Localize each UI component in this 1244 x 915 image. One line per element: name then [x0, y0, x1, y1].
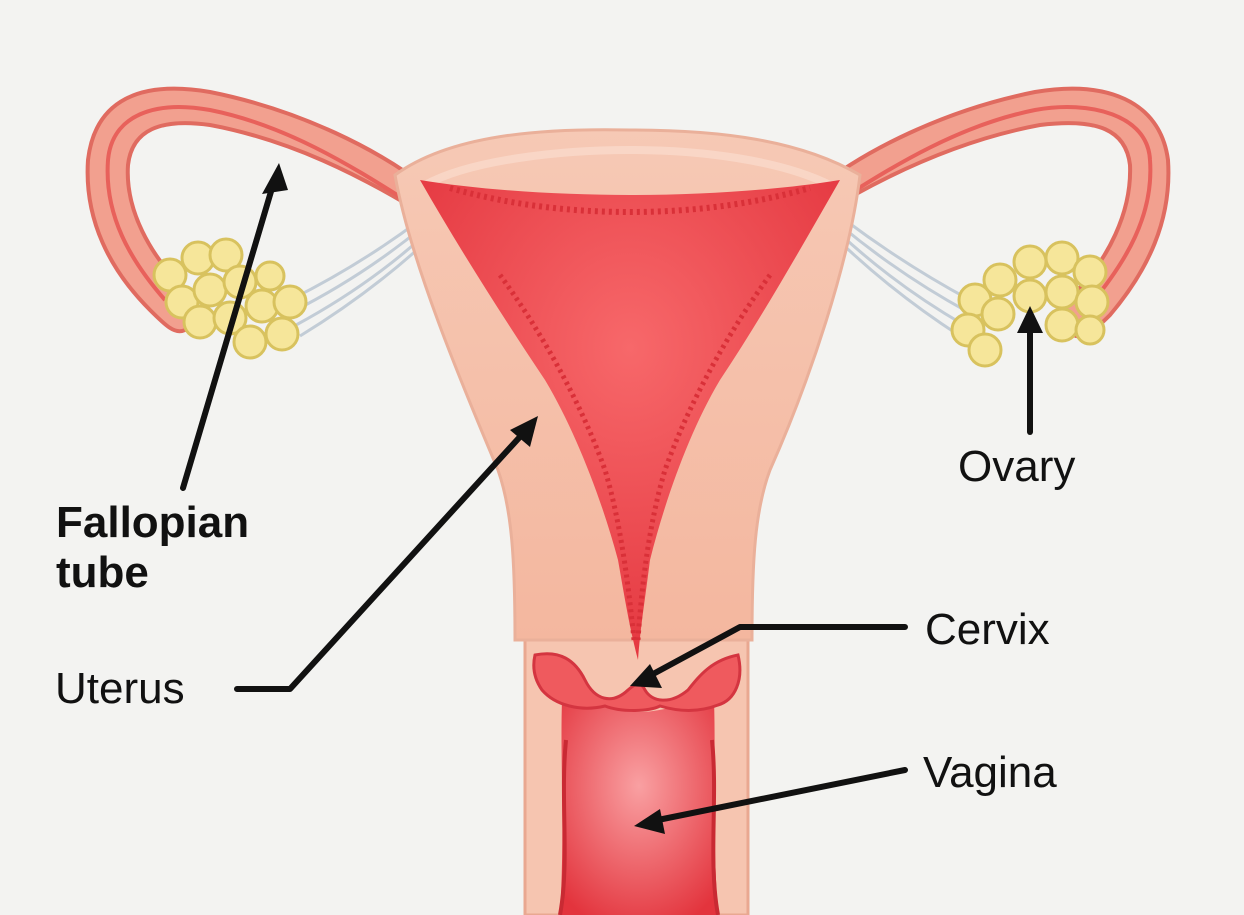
fallopian-tube-label: Fallopian tube [56, 498, 249, 598]
uterus-label: Uterus [55, 664, 185, 714]
right-ligament [836, 220, 970, 336]
uterus-arrow-line [237, 428, 528, 689]
cervix-label: Cervix [925, 605, 1050, 655]
ovary-label: Ovary [958, 442, 1075, 492]
vagina-label: Vagina [923, 748, 1057, 798]
fallopian-tube-label-line2: tube [56, 548, 249, 598]
fallopian-tube-label-line1: Fallopian [56, 498, 249, 548]
fallopian-arrowhead [262, 163, 288, 194]
